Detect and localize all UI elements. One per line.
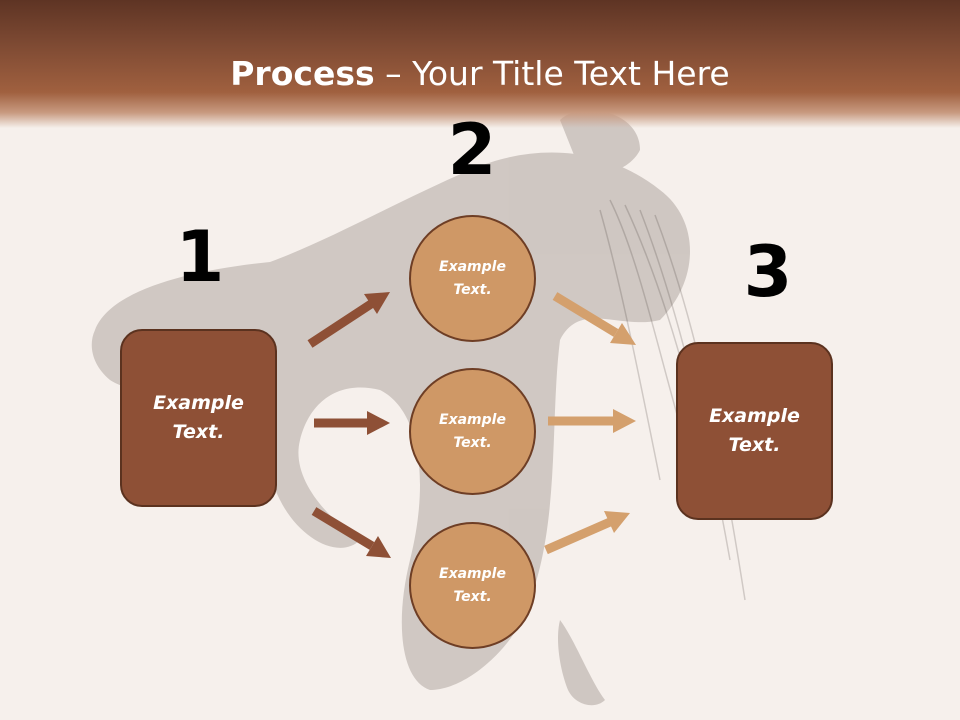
slide-title: Process – Your Title Text Here (0, 52, 960, 96)
step-number-2: 2 (447, 109, 497, 191)
circle-middle: Example Text. (409, 368, 536, 495)
circle-bottom: Example Text. (409, 522, 536, 649)
title-bold-part: Process (230, 54, 375, 93)
circle-top: Example Text. (409, 215, 536, 342)
step-number-1: 1 (175, 216, 225, 298)
step-number-3: 3 (743, 231, 793, 313)
right-box: Example Text. (676, 342, 833, 520)
title-bar (0, 0, 960, 128)
title-rest-part: – Your Title Text Here (374, 54, 730, 93)
left-box: Example Text. (120, 329, 277, 507)
